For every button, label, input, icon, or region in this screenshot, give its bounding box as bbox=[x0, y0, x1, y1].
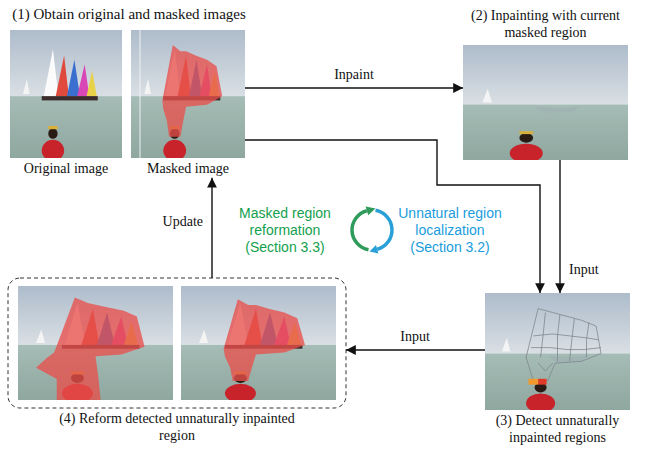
edge-label: Inpaint bbox=[332, 67, 376, 84]
detection-grid bbox=[526, 309, 601, 385]
image-area bbox=[131, 30, 245, 158]
cycle-arrow-green bbox=[352, 211, 368, 250]
section-label: Unnatural region localization (Section 3… bbox=[389, 205, 511, 255]
dashed-frame bbox=[8, 278, 346, 408]
step-heading: (1) Obtain original and masked images bbox=[0, 5, 258, 23]
reformed-mask bbox=[224, 299, 305, 381]
reformed-photo bbox=[181, 286, 336, 403]
image-caption: (2) Inpainting with current masked regio… bbox=[458, 8, 633, 45]
flow-arrow bbox=[211, 178, 212, 278]
edge-label: Update bbox=[161, 214, 205, 231]
image-panel: (2) Inpainting with current masked regio… bbox=[463, 8, 628, 160]
cycle-head-green bbox=[366, 206, 376, 215]
flow-arrow bbox=[245, 87, 463, 88]
dashed-group-box: (4) Reform detected unnaturally inpainte… bbox=[8, 278, 346, 445]
masked-photo bbox=[131, 30, 245, 161]
image-area bbox=[485, 293, 630, 410]
image-caption: Original image bbox=[10, 158, 122, 178]
image-caption: (4) Reform detected unnaturally inpainte… bbox=[57, 408, 297, 445]
original-photo bbox=[10, 30, 122, 161]
image-panel: Original image bbox=[10, 30, 122, 178]
seam-line bbox=[140, 30, 141, 158]
cycle-head-blue bbox=[370, 245, 379, 254]
image-caption: Masked image bbox=[131, 158, 245, 178]
edge-label: Input bbox=[398, 329, 432, 346]
edge-label: Input bbox=[567, 262, 601, 279]
section-label: Masked region reformation (Section 3.3) bbox=[222, 205, 348, 255]
cycle-arrow-blue bbox=[376, 210, 392, 249]
detected-photo bbox=[485, 293, 630, 413]
flow-arrow bbox=[346, 349, 485, 350]
flow-arrow bbox=[559, 160, 560, 293]
image-caption: (3) Detect unnaturally inpainted regions bbox=[473, 410, 642, 447]
reformed-mask bbox=[36, 297, 145, 400]
inpainted-photo bbox=[463, 45, 628, 163]
image-area bbox=[463, 45, 628, 160]
mask-overlay bbox=[162, 45, 222, 137]
image-area bbox=[10, 30, 122, 158]
image-panel: (3) Detect unnaturally inpainted regions bbox=[485, 293, 630, 447]
image-panel: Masked image bbox=[131, 30, 245, 178]
image-area bbox=[8, 278, 346, 408]
reformed-photo bbox=[18, 286, 173, 403]
